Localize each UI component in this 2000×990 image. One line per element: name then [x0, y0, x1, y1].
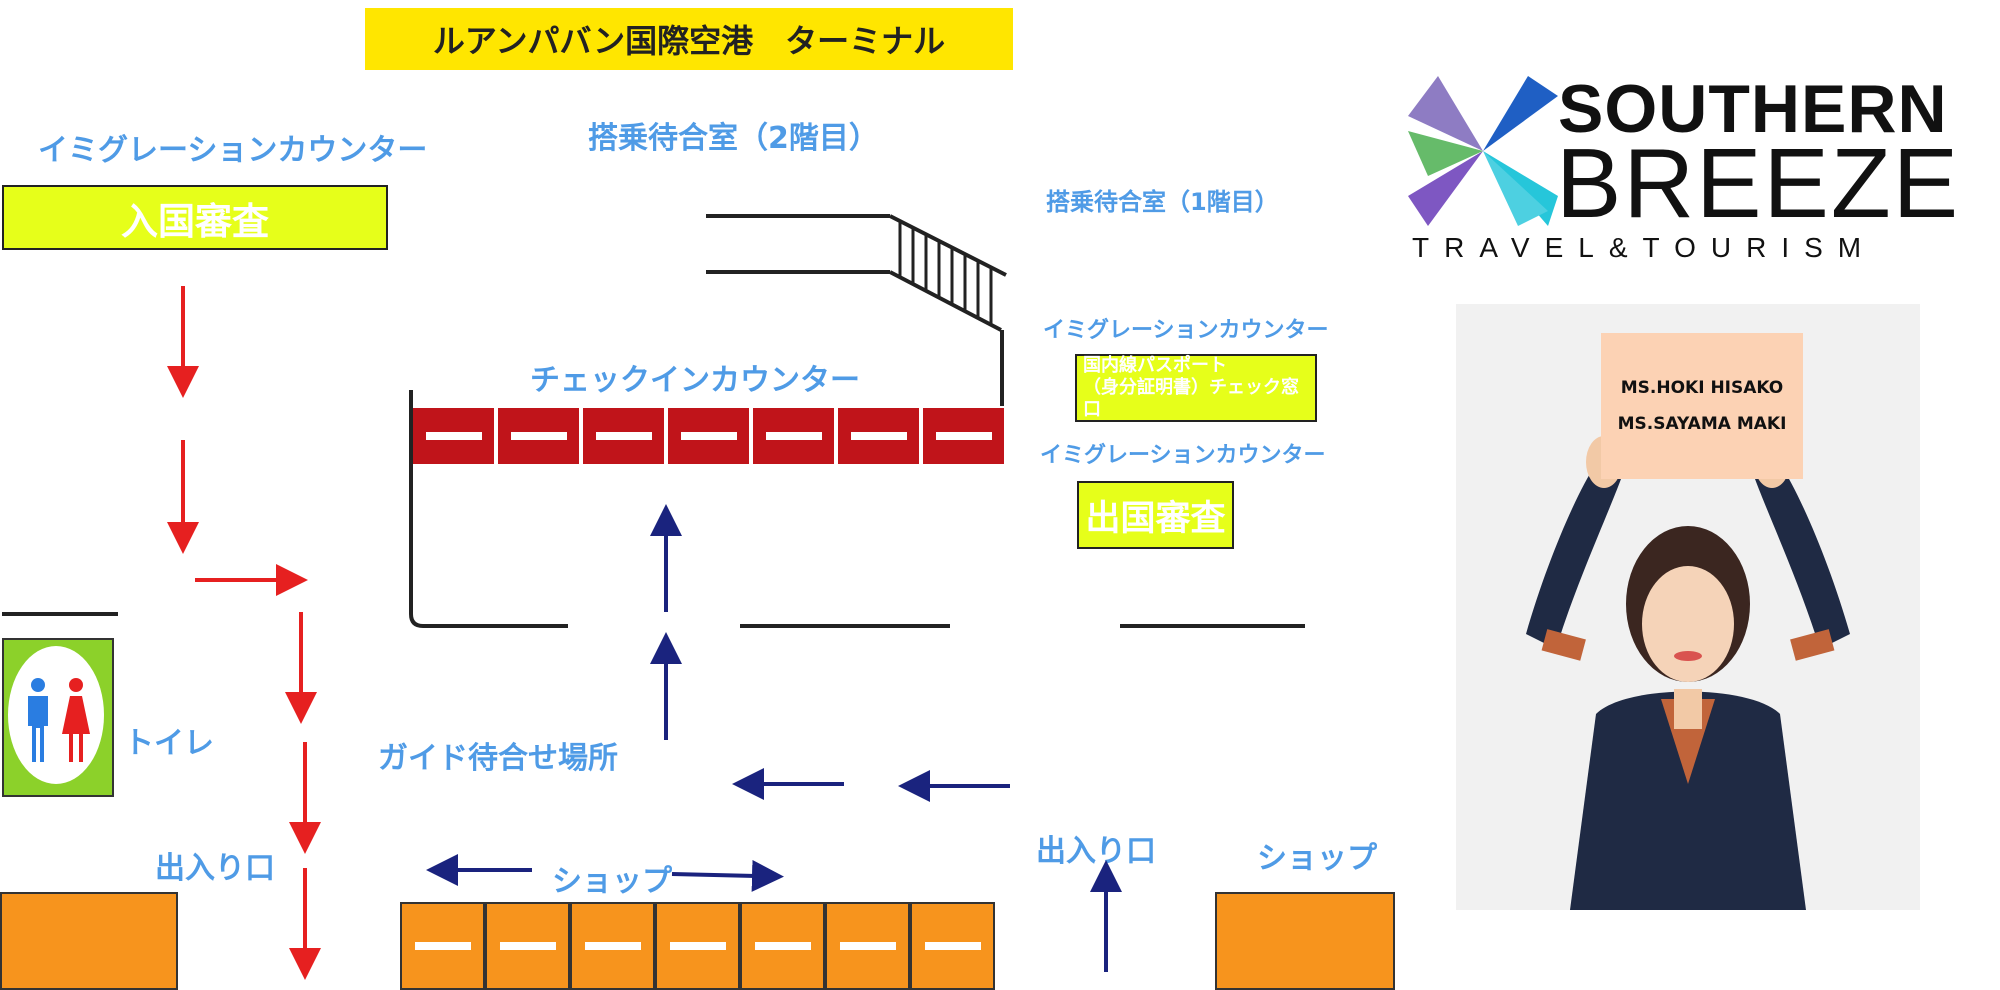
checkin-desk [581, 406, 666, 466]
stairs [898, 221, 993, 325]
entrance-left-label: 出入り口 [155, 851, 275, 886]
logo-tagline: TRAVEL&TOURISM [1412, 232, 1877, 263]
shop-unit [740, 902, 825, 990]
departure-route-arrows [426, 504, 1122, 972]
shop-unit [485, 902, 570, 990]
toilet-label: トイレ [124, 726, 214, 761]
logo-breeze: BREEZE [1556, 128, 1961, 238]
logo-southern: SOUTHERN [1558, 71, 1948, 147]
boarding-2f-label: 搭乗待合室（2階目） [588, 121, 879, 156]
guide-person-image [1526, 436, 1850, 910]
pinwheel-icon [1408, 76, 1558, 226]
immigration-counter-label-right-2: イミグレーションカウンター [1040, 443, 1326, 468]
checkin-desk [666, 406, 751, 466]
shop-unit [655, 902, 740, 990]
shop-unit [910, 902, 995, 990]
immigration-counter-label: イミグレーションカウンター [38, 133, 428, 168]
domestic-line-1: 国内線パスポート [1083, 355, 1227, 376]
domestic-passport-check-box: 国内線パスポート （身分証明書）チェック窓口 [1075, 354, 1317, 422]
shop-unit [570, 902, 655, 990]
sign-line-2: MS.SAYAMA MAKI [1617, 414, 1787, 434]
guide-meeting-label: ガイド待合せ場所 [378, 741, 618, 776]
shop-unit [400, 902, 485, 990]
domestic-line-2: （身分証明書）チェック窓口 [1083, 377, 1299, 420]
name-sign: MS.HOKI HISAKO MS.SAYAMA MAKI [1601, 333, 1803, 479]
shop-unit [825, 902, 910, 990]
shop-center-label: ショップ [552, 864, 672, 899]
guide-photo-panel [1456, 304, 1920, 910]
checkin-desk [751, 406, 836, 466]
boarding-1f-label: 搭乗待合室（1階目） [1046, 188, 1279, 216]
shop-right-label: ショップ [1257, 841, 1377, 876]
checkin-counter-label: チェックインカウンター [530, 363, 860, 398]
immigration-in-box: 入国審査 [2, 185, 388, 250]
page-title: ルアンパバン国際空港 ターミナル [365, 8, 1013, 70]
checkin-desk [921, 406, 1006, 466]
departure-immigration-box: 出国審査 [1077, 481, 1234, 549]
shop-left-block [0, 892, 178, 990]
sign-line-1: MS.HOKI HISAKO [1620, 378, 1784, 398]
shop-right-block [1215, 892, 1395, 990]
arrival-route-arrows [167, 286, 321, 980]
checkin-desk [836, 406, 921, 466]
immigration-counter-label-right: イミグレーションカウンター [1043, 318, 1329, 343]
shop-row [400, 902, 995, 990]
restroom-icon [28, 678, 90, 762]
checkin-counter-row [411, 406, 1006, 466]
checkin-desk [496, 406, 581, 466]
walls [2, 214, 1305, 628]
toilet-sign [8, 646, 104, 784]
